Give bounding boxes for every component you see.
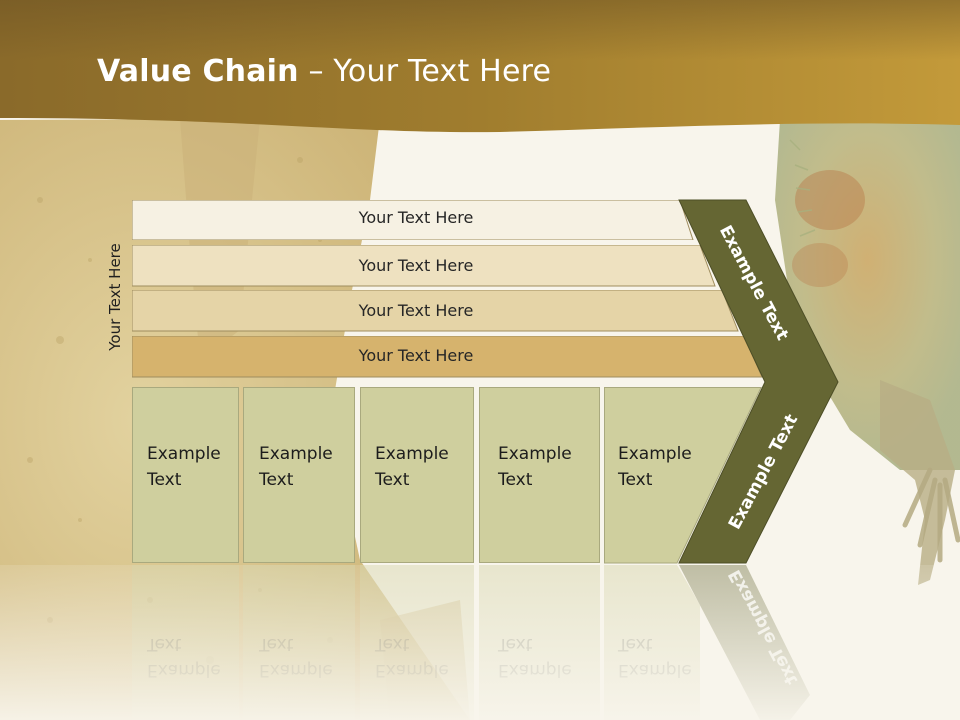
activity-box-1 xyxy=(132,387,239,563)
slide-title: Value Chain – Your Text Here xyxy=(97,54,551,89)
slide-title-rest: – Your Text Here xyxy=(298,54,552,89)
activity-box-2 xyxy=(243,387,355,563)
activity-box-3 xyxy=(360,387,474,563)
activity-box-5 xyxy=(604,387,762,564)
band-4-label: Your Text Here xyxy=(358,346,474,365)
activity-box-4 xyxy=(479,387,600,563)
side-label: Your Text Here xyxy=(106,243,124,351)
band-3-label: Your Text Here xyxy=(358,301,474,320)
margin-chevron xyxy=(678,199,839,564)
reflection-fade xyxy=(0,565,960,720)
band-2-label: Your Text Here xyxy=(358,256,474,275)
band-1-label: Your Text Here xyxy=(358,208,474,227)
slide-title-bold: Value Chain xyxy=(97,54,299,89)
